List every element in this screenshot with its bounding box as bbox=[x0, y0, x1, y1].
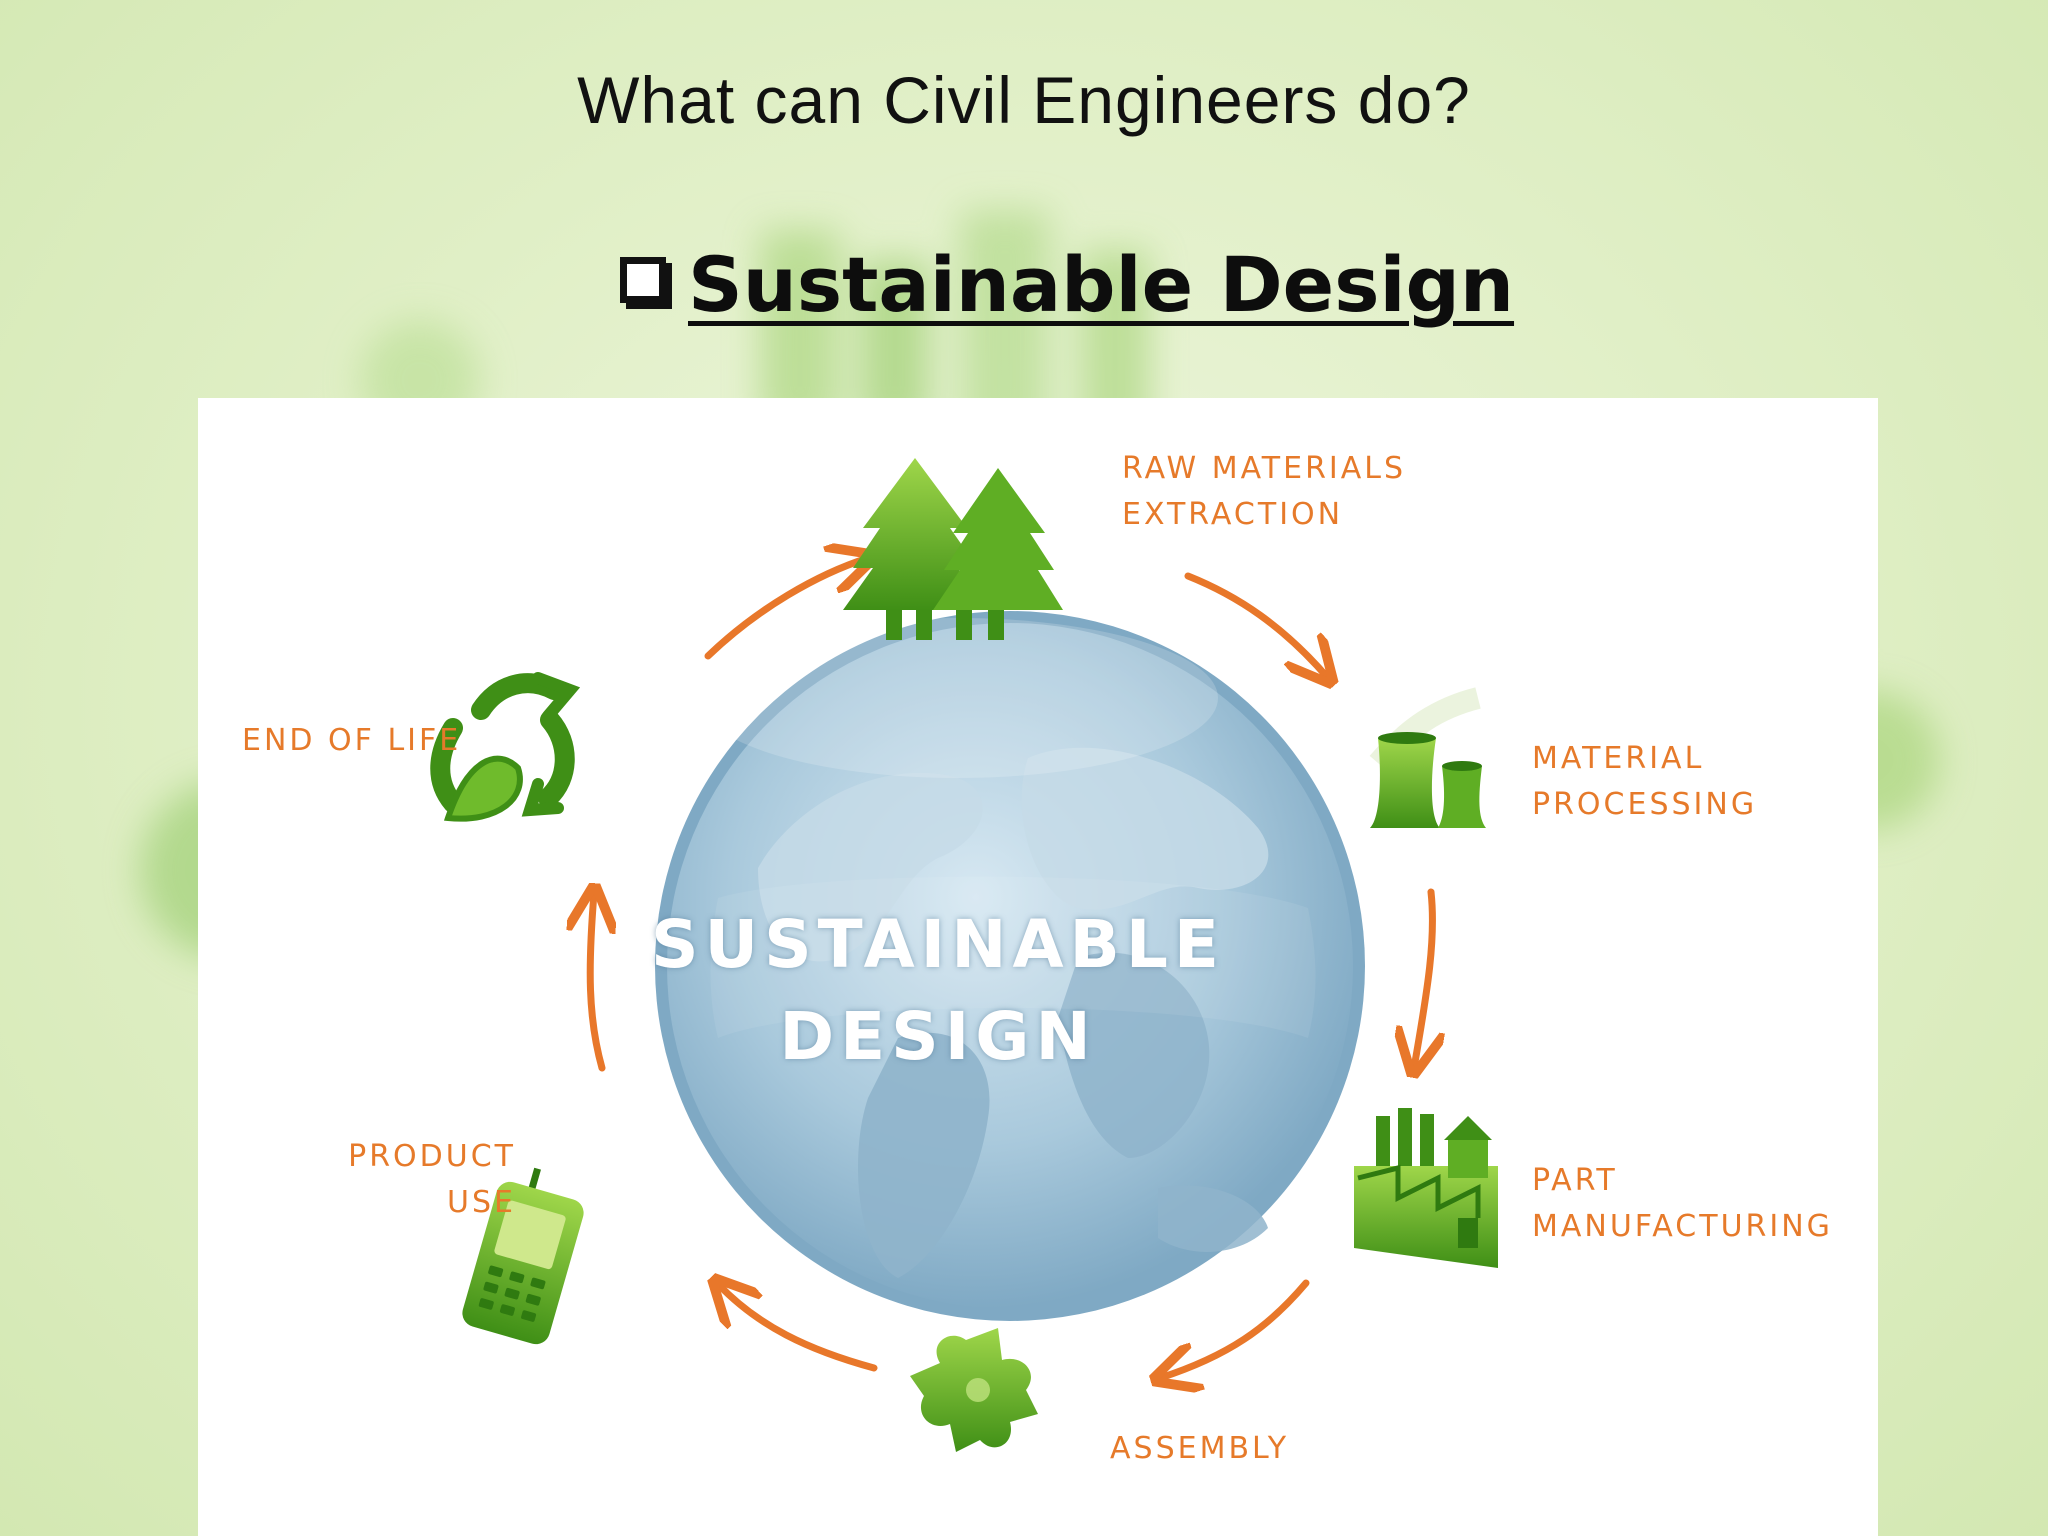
cycle-diagram-graphic bbox=[430, 458, 1498, 1452]
label-part-manufacturing-line2: MANUFACTURING bbox=[1532, 1209, 1833, 1244]
puzzle-piece-icon bbox=[910, 1328, 1038, 1452]
label-assembly-line1: ASSEMBLY bbox=[1110, 1431, 1290, 1466]
mobile-phone-icon bbox=[462, 1167, 584, 1345]
label-raw-materials-line1: RAW MATERIALS bbox=[1122, 451, 1407, 486]
label-part-manufacturing: PART MANUFACTURING bbox=[1532, 1158, 1833, 1250]
label-assembly: ASSEMBLY bbox=[1110, 1426, 1289, 1472]
arrow-assembly-to-use bbox=[718, 1284, 878, 1372]
label-material-processing-line2: PROCESSING bbox=[1532, 787, 1758, 822]
label-product-use-line2: USE bbox=[447, 1185, 516, 1220]
arrow-raw-to-processing bbox=[1184, 572, 1328, 678]
cycle-arrows bbox=[590, 558, 1432, 1378]
label-raw-materials: RAW MATERIALS EXTRACTION bbox=[1122, 446, 1406, 538]
sustainable-design-diagram: SUSTAINABLE DESIGN RAW MATERIALS EXTRACT… bbox=[198, 398, 1878, 1536]
label-material-processing: MATERIAL PROCESSING bbox=[1532, 736, 1757, 828]
center-title-line2: DESIGN bbox=[779, 998, 1097, 1075]
label-product-use-line1: PRODUCT bbox=[348, 1139, 516, 1174]
globe bbox=[655, 611, 1365, 1321]
factory-icon bbox=[1354, 1108, 1498, 1268]
label-material-processing-line1: MATERIAL bbox=[1532, 741, 1705, 776]
label-end-of-life: END OF LIFE bbox=[242, 718, 461, 764]
arrow-processing-to-part bbox=[1414, 888, 1432, 1068]
slide-title: What can Civil Engineers do? bbox=[577, 63, 1471, 137]
arrow-part-to-assembly bbox=[1160, 1279, 1310, 1378]
checkbox-bullet-icon bbox=[620, 256, 666, 303]
label-product-use: PRODUCT USE bbox=[288, 1134, 516, 1226]
cooling-towers-icon bbox=[1369, 687, 1486, 828]
label-raw-materials-line2: EXTRACTION bbox=[1122, 497, 1344, 532]
recycle-leaf-icon bbox=[430, 672, 581, 822]
slide-heading: Sustainable Design bbox=[620, 240, 1514, 329]
heading-text: Sustainable Design bbox=[688, 240, 1515, 329]
label-part-manufacturing-line1: PART bbox=[1532, 1163, 1618, 1198]
center-title-line1: SUSTAINABLE bbox=[651, 906, 1225, 983]
label-end-of-life-line1: END OF LIFE bbox=[242, 723, 462, 758]
arrow-use-to-end bbox=[590, 893, 602, 1072]
arrow-end-to-raw bbox=[704, 558, 868, 660]
trees-icon bbox=[843, 458, 1063, 640]
